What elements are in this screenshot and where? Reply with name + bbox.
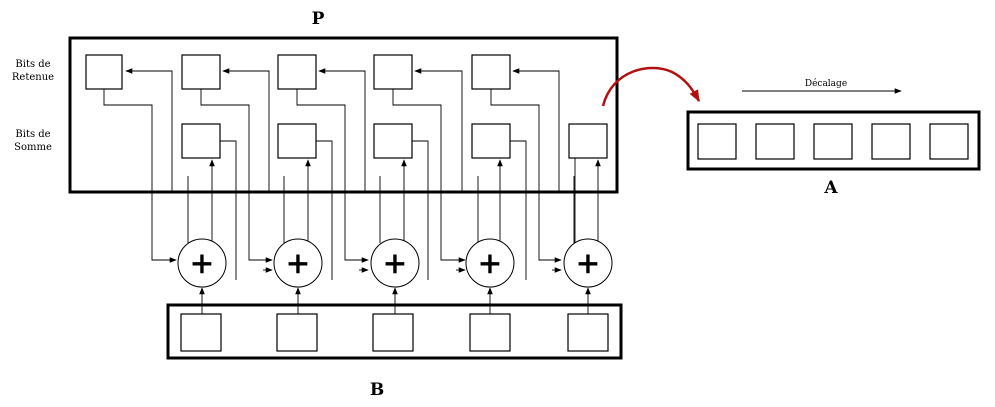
shift-label: Décalage [805,78,847,89]
carry-feedback-arrows [125,68,560,191]
sum-cells [181,123,608,159]
sum-cell [568,123,608,159]
register-b [166,303,623,360]
a-cell [755,123,795,160]
carry-cell [471,54,511,90]
plus-icon: + [285,246,310,281]
adder: + [563,238,613,288]
a-cell [871,123,911,160]
register-b-label: B [370,380,384,400]
register-a-label: A [823,178,838,198]
register-a [686,110,981,171]
sum-bits-label-line1: Bits de [15,129,50,140]
carry-cells [85,54,511,90]
b-cell [567,313,609,352]
sum-cell [471,123,511,159]
adder: + [465,238,515,288]
plus-icon: + [575,246,600,281]
sum-cell [373,123,413,159]
a-cell [813,123,853,160]
b-cell [372,313,414,352]
carry-bits-label-line2: Retenue [12,72,54,83]
sum-cell [181,123,221,159]
b-to-adder-arrows [199,287,591,314]
carry-cell [277,54,317,90]
register-a-cells [697,123,969,160]
adders: + + + + + [177,238,613,288]
carry-out-wires [103,89,562,263]
register-p-label: P [312,9,325,29]
carry-cell [85,54,123,90]
carry-bits-label-line1: Bits de [15,59,50,70]
a-cell [929,123,969,160]
adder-top-inputs [187,176,575,243]
adder: + [370,238,420,288]
plus-icon: + [382,246,407,281]
transfer-arrow [601,66,701,107]
adder: + [273,238,323,288]
a-cell [697,123,737,160]
sum-bits-label-line2: Somme [14,142,52,153]
sum-side-wires [220,140,576,280]
register-p [68,36,619,194]
adder-sum-outputs [209,159,601,243]
plus-icon: + [477,246,502,281]
b-cell [469,313,511,352]
b-cell [180,313,222,352]
b-cell [276,313,318,352]
carry-cell [181,54,221,90]
plus-icon: + [189,246,214,281]
register-b-cells [180,313,609,352]
sum-cell [277,123,317,159]
carry-cell [373,54,413,90]
adder: + [177,238,227,288]
